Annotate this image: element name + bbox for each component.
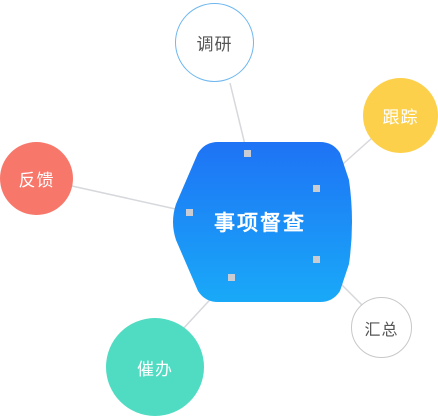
hub-title: 事项督查 <box>214 211 306 235</box>
node-fankui-label: 反馈 <box>18 171 55 191</box>
node-cuiban[interactable]: 催办 <box>106 318 204 416</box>
connector-fankui <box>71 185 190 213</box>
node-diaoyan[interactable]: 调研 <box>175 3 254 82</box>
node-cuiban-label: 催办 <box>137 359 173 380</box>
anchor-dot-genzong <box>313 185 320 192</box>
anchor-dot-diaoyan <box>244 150 251 157</box>
anchor-dot-fankui <box>186 209 193 216</box>
node-genzong[interactable]: 跟踪 <box>363 78 438 153</box>
anchor-dot-huizong <box>313 256 320 263</box>
hub-hexagon <box>173 142 352 302</box>
node-huizong-label: 汇总 <box>364 319 399 339</box>
node-huizong[interactable]: 汇总 <box>351 297 412 358</box>
connector-diaoyan <box>229 82 248 154</box>
node-diaoyan-label: 调研 <box>196 35 233 55</box>
node-fankui[interactable]: 反馈 <box>0 142 73 215</box>
node-genzong-label: 跟踪 <box>382 108 419 128</box>
anchor-dot-cuiban <box>228 274 235 281</box>
